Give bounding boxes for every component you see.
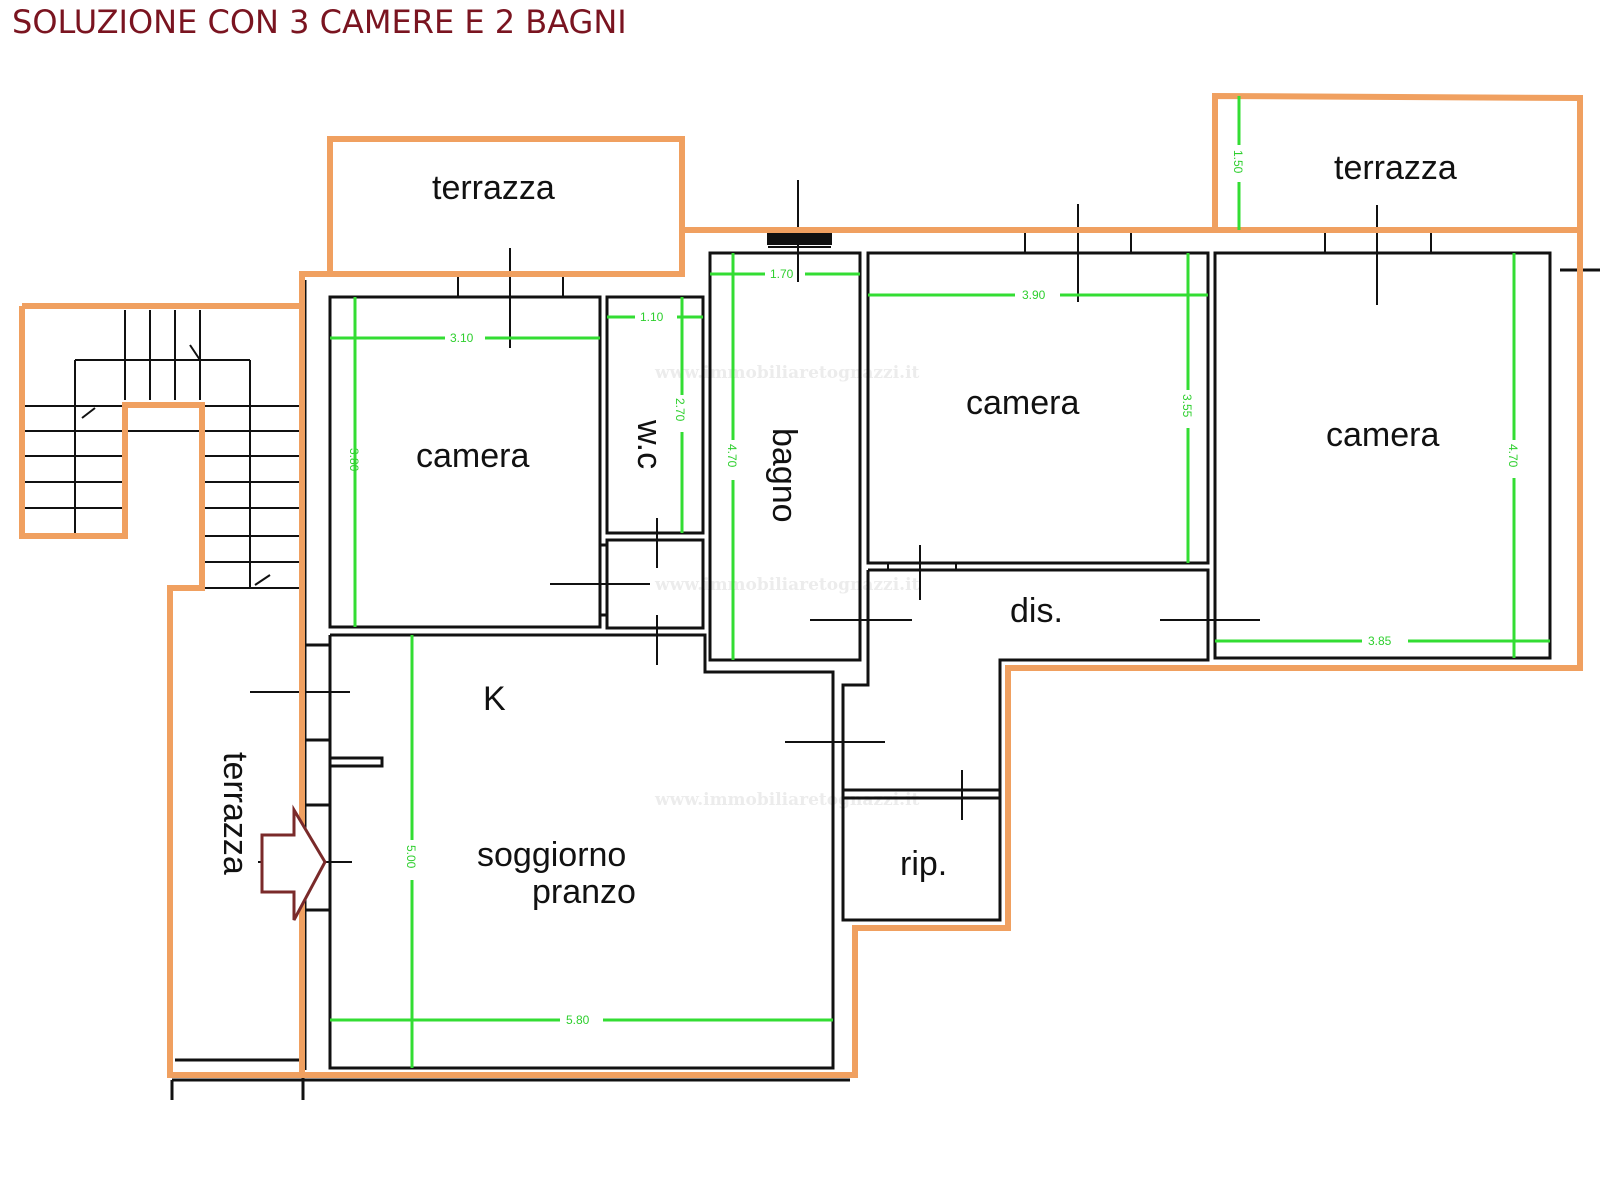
watermark: www.immobiliaretognazzi.it: [654, 575, 920, 595]
room-label-bagno: bagno: [765, 428, 803, 523]
dim-camera-2-height: 3.55: [1180, 394, 1194, 418]
dimension-lines: [330, 96, 1550, 1068]
room-label-terrazza-top-right: terrazza: [1334, 149, 1457, 187]
room-label-dis: dis.: [1010, 592, 1063, 630]
plan-title: SOLUZIONE CON 3 CAMERE E 2 BAGNI: [12, 3, 627, 41]
watermark: www.immobiliaretognazzi.it: [654, 790, 920, 810]
watermark: www.immobiliaretognazzi.it: [654, 363, 920, 383]
dim-terrazza-right-height: 1.50: [1231, 150, 1245, 174]
dim-camera-2-width: 3.90: [1022, 288, 1046, 302]
entrance-arrow-icon: [260, 804, 327, 921]
dim-wc-height: 2.70: [673, 398, 687, 422]
room-label-soggiorno: soggiorno: [477, 836, 626, 874]
dim-camera-3-width: 3.85: [1368, 634, 1392, 648]
room-label-wc: w.c: [630, 419, 668, 469]
dim-bagno-width: 1.70: [770, 267, 794, 281]
room-label-camera-3: camera: [1326, 416, 1439, 454]
room-label-terrazza-top-left: terrazza: [432, 169, 555, 207]
dim-camera-1-width: 3.10: [450, 331, 474, 345]
room-label-pranzo: pranzo: [532, 873, 636, 911]
dim-wc-width: 1.10: [640, 310, 664, 324]
room-label-camera-2: camera: [966, 384, 1079, 422]
perimeter-outline: [19, 92, 1583, 1078]
room-label-rip: rip.: [900, 845, 947, 883]
room-label-terrazza-left: terrazza: [216, 752, 254, 875]
dim-soggiorno-width: 5.80: [566, 1013, 590, 1027]
dim-camera-1-height: 3.80: [347, 448, 361, 472]
room-label-kitchen: K: [483, 680, 506, 718]
dim-bagno-height: 4.70: [725, 444, 739, 468]
dim-soggiorno-height: 5.00: [404, 845, 418, 869]
dim-camera-3-height: 4.70: [1506, 444, 1520, 468]
room-label-camera-1: camera: [416, 437, 529, 475]
